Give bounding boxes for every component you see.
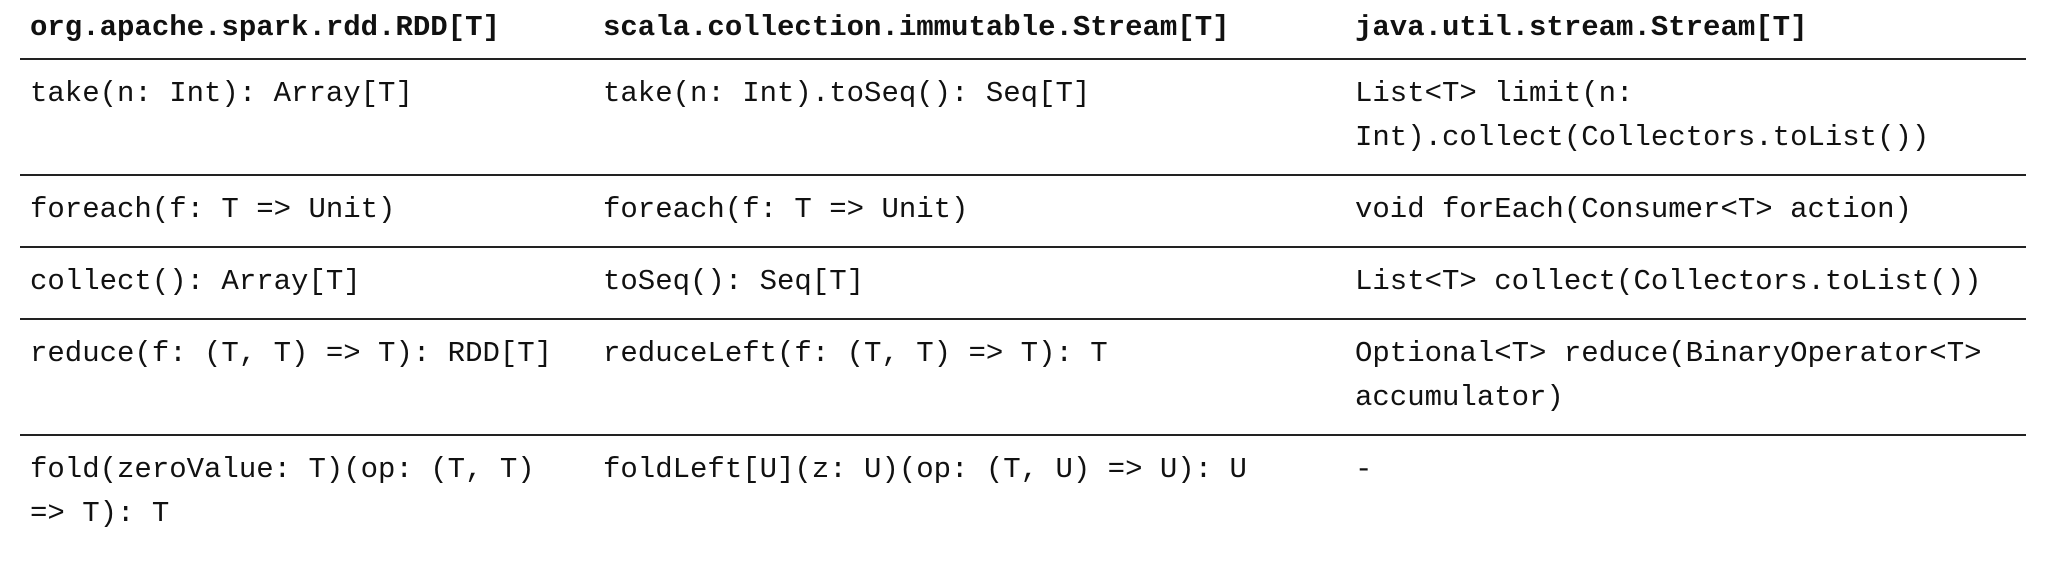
cell-java-limit: List<T> limit(n: Int).collect(Collectors… (1345, 59, 2026, 176)
api-comparison-table-container: org.apache.spark.rdd.RDD[T] scala.collec… (20, 0, 2026, 550)
table-row: fold(zeroValue: T)(op: (T, T) => T): T f… (20, 435, 2026, 550)
header-java-stream: java.util.stream.Stream[T] (1345, 0, 2026, 60)
table-row: collect(): Array[T] toSeq(): Seq[T] List… (20, 247, 2026, 320)
cell-scala-toseq: toSeq(): Seq[T] (593, 247, 1345, 320)
cell-java-foreach: void forEach(Consumer<T> action) (1345, 175, 2026, 248)
api-comparison-table: org.apache.spark.rdd.RDD[T] scala.collec… (20, 0, 2026, 550)
table-header: org.apache.spark.rdd.RDD[T] scala.collec… (20, 0, 2026, 60)
cell-java-collect: List<T> collect(Collectors.toList()) (1345, 247, 2026, 320)
cell-java-reduce: Optional<T> reduce(BinaryOperator<T> acc… (1345, 319, 2026, 436)
header-scala-stream: scala.collection.immutable.Stream[T] (593, 0, 1345, 60)
header-row: org.apache.spark.rdd.RDD[T] scala.collec… (20, 0, 2026, 60)
table-body: take(n: Int): Array[T] take(n: Int).toSe… (20, 59, 2026, 550)
cell-java-none: - (1355, 453, 1373, 486)
table-row: take(n: Int): Array[T] take(n: Int).toSe… (20, 59, 2026, 176)
cell-spark-fold: fold(zeroValue: T)(op: (T, T) => T): T (30, 453, 535, 530)
cell-scala-foldleft: foldLeft[U](z: U)(op: (T, U) => U): U (603, 453, 1247, 486)
cell-spark-reduce: reduce(f: (T, T) => T): RDD[T] (20, 319, 593, 436)
table-row: foreach(f: T => Unit) foreach(f: T => Un… (20, 175, 2026, 248)
table-row: reduce(f: (T, T) => T): RDD[T] reduceLef… (20, 319, 2026, 436)
cell-spark-foreach: foreach(f: T => Unit) (20, 175, 593, 248)
cell-scala-reduceleft: reduceLeft(f: (T, T) => T): T (593, 319, 1345, 436)
cell-spark-collect: collect(): Array[T] (20, 247, 593, 320)
cell-scala-take: take(n: Int).toSeq(): Seq[T] (593, 59, 1345, 176)
cell-scala-foreach: foreach(f: T => Unit) (593, 175, 1345, 248)
cell-spark-take: take(n: Int): Array[T] (20, 59, 593, 176)
header-spark-rdd: org.apache.spark.rdd.RDD[T] (20, 0, 593, 60)
